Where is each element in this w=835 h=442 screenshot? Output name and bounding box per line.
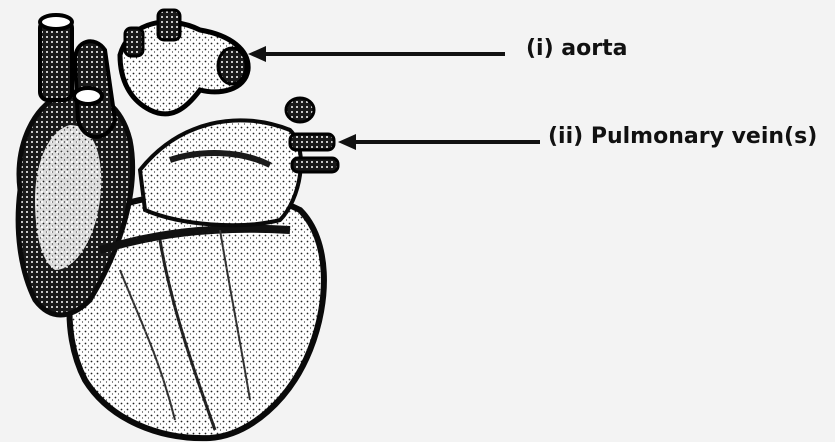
pulmonary-vein-label: (ii) Pulmonary vein(s) <box>548 124 817 149</box>
left-atrium <box>140 120 301 225</box>
vena-cava <box>40 20 72 100</box>
aorta-label: (i) aorta <box>526 36 627 61</box>
pulmonary-vein-arrow <box>338 134 540 150</box>
heart-illustration <box>18 92 324 438</box>
pulmonary-veins <box>286 98 338 172</box>
aorta-arrow <box>248 46 505 62</box>
